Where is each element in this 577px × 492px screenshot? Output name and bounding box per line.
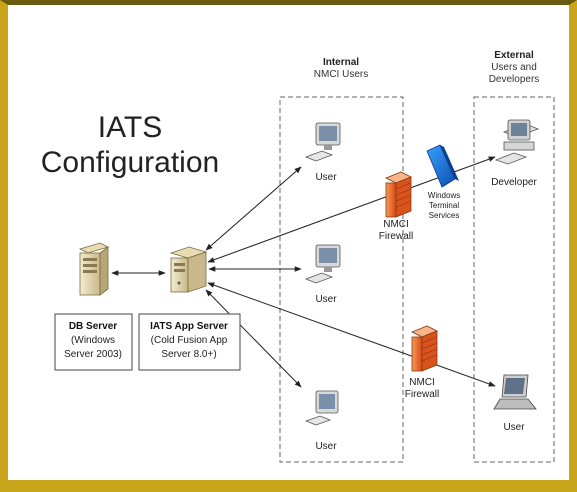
terminal-services-label-2: Terminal [429, 201, 459, 210]
diagram-canvas: IATS Configuration Internal NMCI Users E… [41, 50, 555, 463]
app-server-name: IATS App Server [150, 321, 228, 332]
title-line-1: IATS [98, 111, 162, 144]
app-to-user-1-link [205, 166, 302, 251]
internal-user-1-workstation-icon [304, 122, 341, 162]
db-server-line3: Server 2003) [64, 349, 122, 360]
external-heading: External [494, 50, 534, 61]
external-user-label: User [503, 422, 525, 433]
developer-label: Developer [491, 177, 537, 188]
terminal-services-icon [426, 144, 459, 188]
terminal-services-label-3: Services [429, 211, 460, 220]
internal-user-3-workstation-icon [304, 390, 339, 426]
internal-user-3-label: User [315, 441, 337, 452]
internal-users-box [279, 96, 404, 463]
firewall-1-icon [385, 171, 412, 218]
db-server-icon [78, 242, 110, 296]
title-line-2: Configuration [41, 146, 219, 179]
internal-subheading: NMCI Users [314, 69, 368, 80]
internal-user-1-label: User [315, 172, 337, 183]
external-subheading-2: Developers [489, 74, 540, 85]
terminal-services-label-1: Windows [428, 191, 460, 200]
app-server-line2: (Cold Fusion App [151, 335, 228, 346]
firewall-2-icon [411, 325, 438, 372]
app-server-label-box [138, 313, 241, 371]
db-server-label-box [54, 313, 133, 371]
db-server-name: DB Server [69, 321, 117, 332]
internal-heading: Internal [323, 57, 359, 68]
internal-user-2-label: User [315, 294, 337, 305]
external-subheading-1: Users and [491, 62, 537, 73]
internal-user-2-workstation-icon [304, 244, 341, 284]
firewall-2-label-2: Firewall [405, 389, 439, 400]
developer-workstation-icon [494, 119, 540, 165]
firewall-1-label-2: Firewall [379, 231, 413, 242]
app-server-icon [169, 246, 208, 293]
firewall-2-label-1: NMCI [409, 377, 435, 388]
external-users-box [473, 96, 555, 463]
db-server-line2: (Windows [71, 335, 115, 346]
external-user-laptop-icon [493, 374, 537, 410]
firewall-1-label-1: NMCI [383, 219, 409, 230]
app-server-line3: Server 8.0+) [161, 349, 216, 360]
app-to-external-user-link [207, 282, 496, 387]
